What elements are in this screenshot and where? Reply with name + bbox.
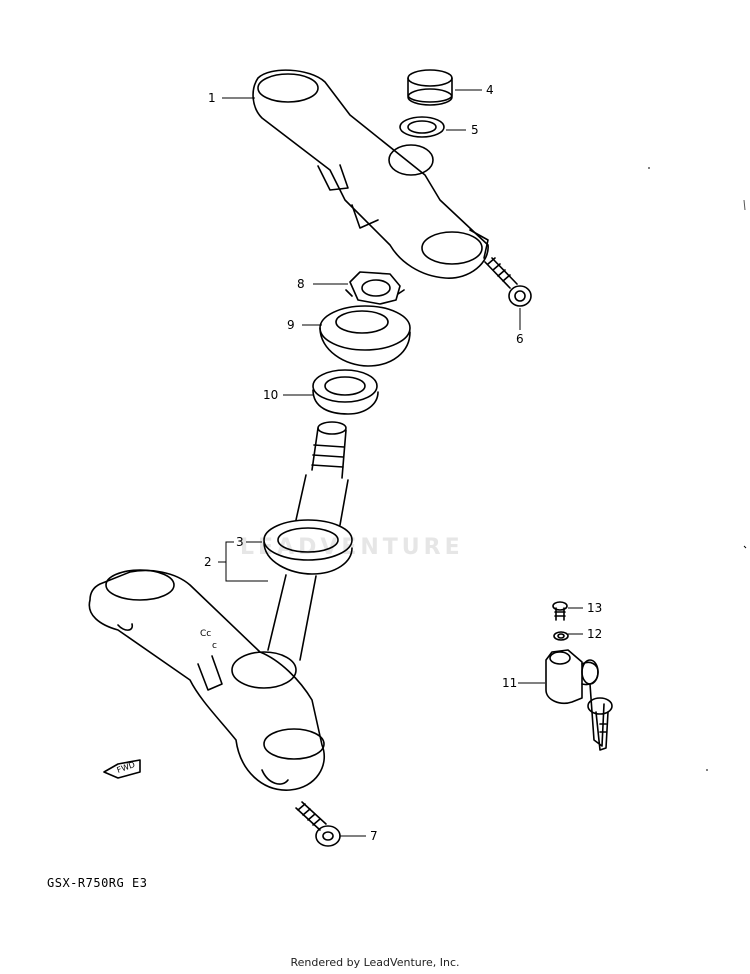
callout-3: 3	[236, 535, 244, 549]
stem-nut	[345, 271, 405, 305]
scan-marks	[648, 167, 747, 771]
bearing-10	[312, 369, 379, 415]
callout-2: 2	[204, 555, 212, 569]
callout-8: 8	[297, 277, 305, 291]
callout-10: 10	[263, 388, 278, 402]
fwd-label: FWD	[116, 760, 137, 775]
svg-text:Cc: Cc	[200, 629, 211, 639]
callout-13: 13	[587, 601, 602, 615]
bolt-6	[484, 257, 532, 307]
washer-12	[553, 631, 569, 641]
leader-lines	[218, 89, 583, 837]
fwd-arrow: FWD	[103, 759, 141, 779]
washer-5	[399, 116, 445, 138]
bolt-7	[295, 801, 341, 847]
callout-6: 6	[516, 332, 524, 346]
screw-13	[552, 601, 568, 621]
model-label: GSX-R750RG E3	[47, 876, 148, 890]
callout-12: 12	[587, 627, 602, 641]
upper-bracket	[252, 69, 489, 279]
steering-lock	[545, 649, 613, 751]
footer-text: Rendered by LeadVenture, Inc.	[290, 956, 460, 969]
callout-5: 5	[471, 123, 479, 137]
callout-4: 4	[486, 83, 494, 97]
callout-11: 11	[502, 676, 517, 690]
callout-1: 1	[208, 91, 216, 105]
cap-nut	[407, 69, 453, 106]
lower-bracket: Cc c	[88, 421, 353, 791]
callout-labels: 1 2 3 4 5 6 7 8 9 10 11 12 13	[204, 83, 602, 843]
svg-text:c: c	[212, 641, 217, 651]
callout-9: 9	[287, 318, 295, 332]
dust-seal	[319, 305, 411, 367]
callout-7: 7	[370, 829, 378, 843]
